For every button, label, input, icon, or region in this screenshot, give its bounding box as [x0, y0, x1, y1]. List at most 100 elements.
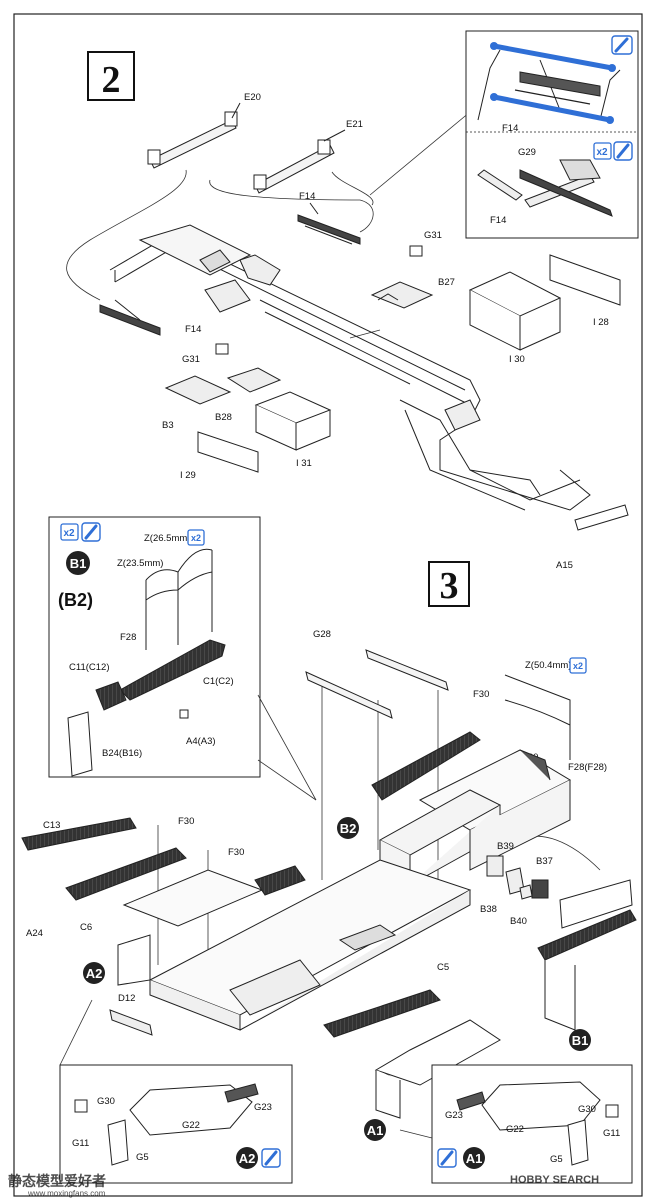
svg-text:x2: x2 — [191, 533, 201, 543]
quantity-x2-badge: x2 — [187, 529, 205, 546]
label-D12: D12 — [118, 993, 135, 1004]
watermark-right-brand: HOBBY SEARCH — [510, 1174, 599, 1186]
part-B3 — [164, 375, 232, 405]
label-B2: B2 — [340, 821, 357, 836]
glue-icon — [437, 1148, 457, 1168]
label-G11: G11 — [603, 1128, 620, 1139]
label-A4: A4(A3) — [186, 736, 216, 747]
label-G5: G5 — [136, 1152, 149, 1163]
watermark-left-title: 静态模型爱好者 — [8, 1173, 106, 1189]
step-2-number: 2 — [102, 59, 121, 101]
step-2-box — [87, 51, 135, 101]
step-3-box — [428, 561, 470, 607]
badge-B1 — [569, 1029, 591, 1051]
label-F14-top: F14 — [299, 191, 315, 202]
label-F28: F28 — [120, 632, 136, 643]
svg-text:x2: x2 — [596, 147, 608, 158]
label-G22: G22 — [182, 1120, 200, 1131]
svg-text:x2: x2 — [573, 661, 583, 671]
glue-icon — [81, 522, 101, 542]
label-Z-23mm: Z(23.5mm) — [117, 558, 163, 569]
label-F28-F28: F28(F28) — [568, 762, 607, 773]
label-A1: A1 — [367, 1123, 384, 1138]
part-C1-tread — [119, 639, 226, 701]
badge-A1 — [364, 1119, 386, 1141]
part-A1-fender — [374, 1019, 501, 1119]
label-B24: B24(B16) — [102, 748, 142, 759]
label-G5: G5 — [550, 1154, 563, 1165]
inset-B1-B2: x2 B1 (B2) Z(26.5mm) x2 Z(23.5mm) F28 C1… — [48, 516, 261, 778]
label-F14-left: F14 — [185, 324, 201, 335]
label-F30-a: F30 — [473, 689, 489, 700]
part-C11 — [95, 681, 127, 711]
label-G23: G23 — [445, 1110, 463, 1121]
inset-A1: G23 G22 G30 G11 G5 A1 — [431, 1064, 633, 1184]
glue-icon — [261, 1148, 281, 1168]
label-I30: I 30 — [509, 354, 525, 365]
page-frame — [13, 13, 643, 1197]
label-G11: G11 — [72, 1138, 89, 1149]
label-B3: B3 — [162, 420, 174, 431]
part-C13 — [21, 817, 137, 851]
label-F30-d: F30 — [228, 847, 244, 858]
label-E21: E21 — [346, 119, 363, 130]
lower-deck-drawing — [65, 847, 472, 1031]
step-3-section: 3 G28 Z(50.4mm) x2 — [21, 561, 637, 1141]
label-C11: C11(C12) — [69, 662, 109, 673]
label-B2-paren: (B2) — [58, 590, 93, 610]
step-2-section: 2 E20 E21 F14 — [66, 30, 639, 571]
part-D12 — [109, 1009, 153, 1036]
label-B40: B40 — [510, 916, 527, 927]
label-A24: A24 — [26, 928, 43, 939]
label-G30: G30 — [578, 1104, 596, 1115]
quantity-x2-badge: x2 — [593, 142, 612, 160]
badge-B1 — [66, 551, 90, 575]
label-B38: B38 — [480, 904, 497, 915]
watermark-left-url: www.moxingfans.com — [27, 1189, 106, 1198]
part-B27-drawing — [370, 281, 434, 309]
part-G31-top — [409, 245, 423, 257]
watermark-left: 静态模型爱好者 www.moxingfans.com — [8, 1173, 106, 1198]
inset-F14-detail: F14 x2 G29 F14 — [465, 30, 639, 239]
label-C6: C6 — [80, 922, 92, 933]
badge-A1-inset: A1 — [466, 1151, 483, 1166]
label-G22: G22 — [506, 1124, 524, 1135]
label-Z-26mm: Z(26.5mm) — [144, 533, 190, 544]
part-I29 — [197, 431, 259, 473]
part-G28-rail — [305, 649, 449, 719]
label-B37: B37 — [536, 856, 553, 867]
part-A4 — [179, 709, 189, 719]
label-G31-top: G31 — [424, 230, 442, 241]
part-F14-spring — [297, 202, 361, 245]
quantity-x2-badge: x2 — [569, 657, 587, 674]
parts-B37-B40 — [486, 855, 549, 900]
part-chain-right — [504, 674, 571, 760]
part-E20-drawing — [147, 102, 241, 169]
step-3-number: 3 — [440, 565, 459, 607]
label-B28: B28 — [215, 412, 232, 423]
part-E21-drawing — [253, 129, 346, 194]
label-C13: C13 — [43, 820, 60, 831]
part-I31-box — [254, 391, 332, 451]
label-F14-inset-bottom: F14 — [490, 215, 506, 226]
label-B27: B27 — [438, 277, 455, 288]
label-I28: I 28 — [593, 317, 609, 328]
part-C5 — [323, 989, 441, 1038]
label-B1: B1 — [70, 556, 87, 571]
label-Z-50mm: Z(50.4mm) — [525, 660, 571, 671]
chain-rail-drawing — [145, 548, 213, 650]
label-A2: A2 — [86, 966, 103, 981]
label-E20: E20 — [244, 92, 261, 103]
part-B1-fender — [537, 879, 637, 1031]
part-I28-panel — [549, 254, 621, 306]
badge-A2-inset: A2 — [239, 1151, 256, 1166]
part-B24 — [67, 711, 93, 777]
label-A15: A15 — [556, 560, 573, 571]
svg-text:x2: x2 — [63, 528, 75, 539]
label-B39: B39 — [497, 841, 514, 852]
part-G31-bottom — [215, 343, 229, 355]
part-B28 — [226, 367, 282, 393]
chassis-frame-drawing — [109, 224, 591, 511]
label-F30-c: F30 — [178, 816, 194, 827]
